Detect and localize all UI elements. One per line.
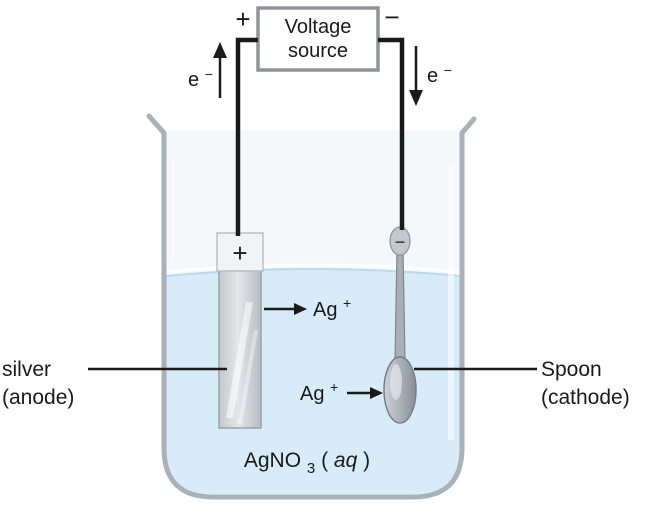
ion-label-lower-base: Ag bbox=[300, 383, 324, 405]
cathode-terminal-sign: − bbox=[395, 232, 406, 252]
electron-label-left-sup: − bbox=[205, 66, 213, 82]
solution-surface-line bbox=[165, 268, 461, 277]
cathode-label-line1: Spoon bbox=[541, 358, 602, 381]
solution-label-open: ( bbox=[321, 449, 328, 472]
solution-label-sub: 3 bbox=[307, 460, 315, 477]
electron-label-right-sup: − bbox=[444, 62, 452, 78]
plus-terminal-label: + bbox=[235, 4, 250, 34]
solution-surface-highlight bbox=[165, 263, 461, 274]
spoon-handle bbox=[394, 249, 406, 361]
anode-terminal-sign: + bbox=[232, 238, 247, 268]
voltage-source-label-line2: source bbox=[288, 40, 348, 62]
electrode-streak-1 bbox=[226, 302, 253, 418]
ion-arrow-upper bbox=[264, 303, 307, 315]
left-wire bbox=[235, 37, 258, 236]
solution-label-close: ) bbox=[363, 449, 370, 472]
spoon-bowl-highlight bbox=[390, 364, 402, 400]
cathode-label-line2: (cathode) bbox=[541, 386, 630, 409]
ion-label-lower-sup: + bbox=[330, 379, 338, 395]
minus-terminal-label: − bbox=[384, 2, 399, 32]
voltage-source-box bbox=[256, 6, 380, 72]
ion-label-lower: Ag + bbox=[300, 379, 338, 405]
beaker-outline bbox=[146, 113, 477, 500]
ion-arrow-lower bbox=[347, 387, 383, 399]
ion-label-upper: Ag + bbox=[313, 295, 351, 321]
electron-arrow-left bbox=[213, 42, 227, 98]
solution-label-formula: AgNO bbox=[244, 449, 301, 472]
solution-label-species: aq bbox=[334, 449, 358, 472]
voltage-source-label-line1: Voltage bbox=[285, 16, 352, 38]
right-wire bbox=[378, 37, 405, 230]
ion-label-upper-sup: + bbox=[343, 295, 351, 311]
electrode-streak-2 bbox=[238, 330, 258, 424]
electron-label-left: e − bbox=[188, 66, 213, 91]
ion-label-upper-base: Ag bbox=[313, 299, 337, 321]
electron-label-left-base: e bbox=[188, 69, 199, 91]
electron-arrow-right bbox=[409, 46, 423, 106]
anode-label-line1: silver bbox=[2, 358, 51, 381]
solution-label: AgNO 3 ( aq ) bbox=[244, 449, 370, 478]
electron-label-right: e − bbox=[427, 62, 452, 87]
anode-label-line2: (anode) bbox=[2, 386, 74, 409]
electron-label-right-base: e bbox=[427, 65, 438, 87]
